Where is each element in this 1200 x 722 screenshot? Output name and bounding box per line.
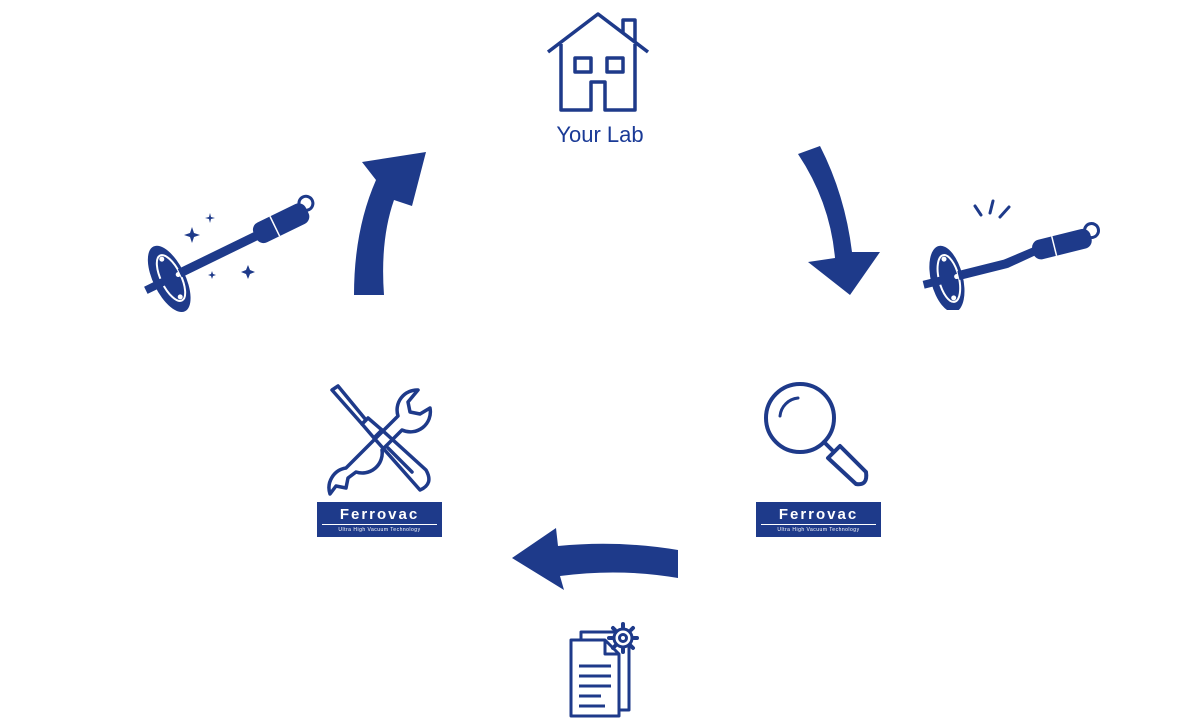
arrow-down-right-icon <box>798 146 880 295</box>
ferrovac-badge-inspect: Ferrovac Ultra High Vacuum Technology <box>756 502 881 537</box>
house-icon <box>546 12 650 112</box>
repaired-manipulator-icon <box>144 194 315 312</box>
broken-manipulator-icon <box>922 199 1101 310</box>
tools-icon <box>327 384 433 496</box>
badge-brand: Ferrovac <box>339 506 420 523</box>
badge-tagline: Ultra High Vacuum Technology <box>322 524 437 534</box>
document-gear-icon <box>569 622 639 718</box>
arrow-up-right-icon <box>354 152 426 295</box>
badge-tagline: Ultra High Vacuum Technology <box>761 524 876 534</box>
your-lab-label: Your Lab <box>556 122 644 147</box>
badge-brand: Ferrovac <box>778 506 859 523</box>
arrow-left-icon <box>512 528 678 590</box>
ferrovac-badge-repair: Ferrovac Ultra High Vacuum Technology <box>317 502 442 537</box>
magnifier-icon <box>764 382 869 487</box>
